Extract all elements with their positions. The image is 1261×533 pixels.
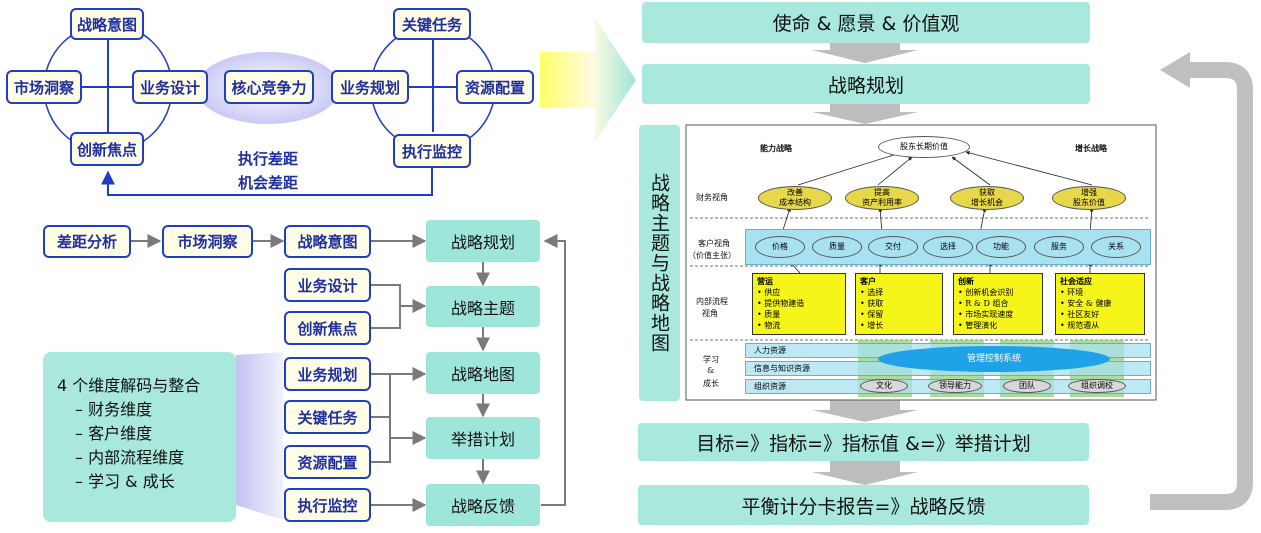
growth-label: 成长 — [703, 379, 719, 388]
business-planning-node: 业务规划 — [284, 357, 371, 391]
dimension-learning: – 学习 & 成长 — [75, 472, 175, 491]
strategy-map-box: 战略地图 — [426, 352, 540, 394]
left-cycle-top-node: 战略意图 — [70, 8, 144, 40]
strategic-theme-box: 战略主题 — [426, 286, 540, 327]
right-cycle-bottom-node: 执行监控 — [393, 134, 471, 168]
growth-strategy-label: 增长战略 — [1075, 143, 1107, 153]
org-node-team: 团队 — [1003, 379, 1051, 393]
resource-allocation-node: 资源配置 — [284, 445, 371, 479]
gap-analysis-node: 差距分析 — [43, 225, 131, 258]
left-cycle-right-node: 业务设计 — [132, 70, 208, 104]
big-transition-arrow — [540, 18, 636, 142]
mission-vision-values-bar: 使命 & 愿景 & 价值观 — [642, 2, 1090, 43]
finance-node: 增强股东价值 — [1052, 186, 1126, 210]
right-cycle-left-node: 业务规划 — [331, 70, 409, 104]
process-perspective-label: 内部流程 — [696, 297, 728, 306]
customer-perspective-sublabel: （价值主张） — [688, 251, 736, 260]
left-cycle-left-node: 市场洞察 — [6, 70, 82, 104]
dimensions-cone — [236, 352, 283, 520]
strategic-planning-box: 战略规划 — [426, 220, 540, 262]
finance-node: 改善成本结构 — [758, 186, 832, 210]
management-control-system-node: 管理控制系统 — [878, 346, 1110, 372]
capability-strategy-label: 能力战略 — [760, 143, 792, 153]
finance-node: 提高资产利用率 — [845, 186, 919, 210]
finance-node: 获取增长机会 — [950, 186, 1024, 210]
org-node-alignment: 组织调校 — [1068, 379, 1126, 393]
shareholder-value-node: 股东长期价值 — [878, 136, 970, 158]
strategy-theme-map-side-label: 战略主题与战略地图 — [639, 125, 680, 401]
customer-node: 服务 — [1034, 236, 1084, 258]
customer-node: 质量 — [812, 236, 862, 258]
dimension-process: – 内部流程维度 — [75, 448, 185, 467]
customer-node: 价格 — [755, 236, 805, 258]
key-tasks-node: 关键任务 — [284, 400, 371, 434]
gap-feedback-line — [101, 167, 433, 196]
process-box-social: 社会适应 • 环境 • 安全 & 健康 • 社区友好 • 规范遵从 — [1055, 273, 1145, 335]
process-box-customer: 客户 • 选择 • 获取 • 保留 • 增长 — [855, 273, 943, 335]
dimensions-box: 4 个维度解码与整合 – 财务维度 – 客户维度 – 内部流程维度 – 学习 &… — [43, 352, 236, 522]
dimensions-title: 4 个维度解码与整合 — [57, 376, 201, 395]
customer-perspective-label: 客户视角 — [698, 239, 730, 248]
org-node-leadership: 领导能力 — [928, 379, 982, 393]
market-insight-node: 市场洞察 — [162, 225, 253, 258]
opportunity-gap-label: 机会差距 — [238, 174, 299, 192]
finance-perspective-label: 财务视角 — [696, 193, 728, 202]
strategic-planning-bar: 战略规划 — [642, 64, 1090, 104]
strategic-intent-node: 战略意图 — [284, 225, 371, 258]
scorecard-feedback-bar: 平衡计分卡报告=》战略反馈 — [638, 485, 1089, 525]
core-competence-node: 核心竞争力 — [224, 70, 314, 104]
process-perspective-sublabel: 视角 — [702, 309, 718, 318]
business-design-node: 业务设计 — [284, 268, 371, 302]
customer-node: 选择 — [923, 236, 973, 258]
customer-node: 交付 — [868, 236, 918, 258]
targets-indicators-bar: 目标=》指标=》指标值 &=》举措计划 — [638, 423, 1089, 461]
right-cycle-right-node: 资源配置 — [456, 70, 534, 104]
feedback-loop-arrow — [1150, 62, 1253, 510]
learning-label: 学习 — [703, 355, 719, 364]
process-box-operations: 营运 • 供应 • 提供物建造 • 质量 • 物流 — [752, 273, 846, 335]
innovation-focus-node: 创新焦点 — [284, 311, 371, 345]
org-node-culture: 文化 — [860, 379, 908, 393]
dimension-finance: – 财务维度 — [75, 400, 153, 419]
action-plan-box: 举措计划 — [426, 417, 540, 459]
left-cycle-bottom-node: 创新焦点 — [70, 132, 144, 166]
process-box-innovation: 创新 • 创新机会识别 • R & D 组合 • 市场实现速度 • 管理演化 — [953, 273, 1043, 335]
learning-and-label: & — [707, 366, 715, 375]
customer-node: 功能 — [976, 236, 1026, 258]
execution-monitoring-node: 执行监控 — [284, 488, 371, 522]
strategic-feedback-box: 战略反馈 — [426, 484, 540, 526]
right-cycle-top-node: 关键任务 — [393, 8, 471, 40]
dimension-customer: – 客户维度 — [75, 424, 153, 443]
customer-node: 关系 — [1091, 236, 1141, 258]
execution-gap-label: 执行差距 — [238, 150, 299, 168]
